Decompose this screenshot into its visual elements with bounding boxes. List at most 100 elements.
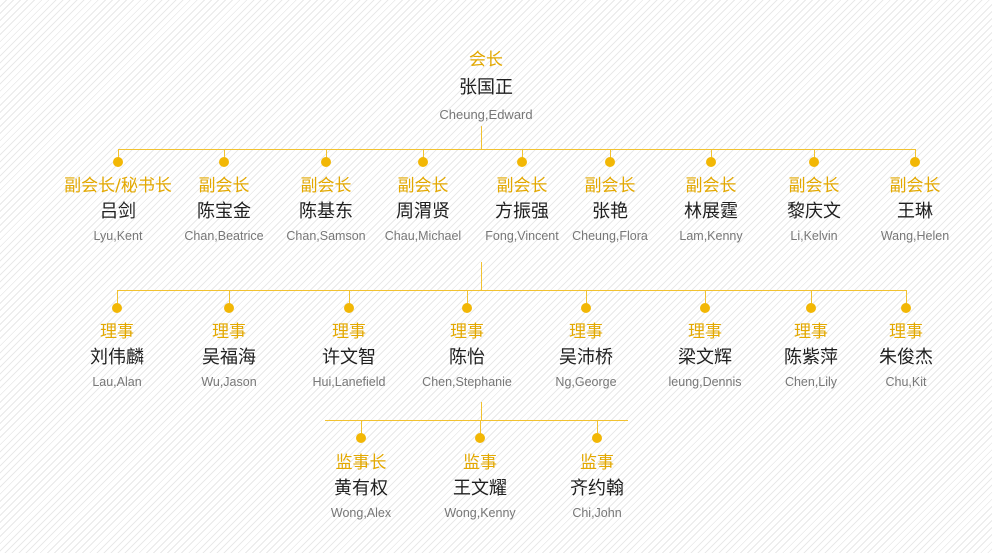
connector-director-stem [117,290,118,308]
connector-director-stem [467,290,468,308]
connector-supervisor-stem [361,420,362,438]
vice-president-node-role: 副会长 [397,176,449,196]
director-node-english: Lau,Alan [92,375,142,389]
director-node-role: 理事 [100,322,134,342]
vice-president-node-role: 副会长 [496,176,548,196]
vice-president-node-name: 黎庆文 [787,201,841,222]
director-node-name: 梁文辉 [678,347,732,368]
director-node-role: 理事 [569,322,603,342]
vice-president-node-name: 张艳 [592,201,628,222]
connector-director-stem [349,290,350,308]
director-node: 理事陈紫萍 Chen,Lily [736,322,886,390]
director-node-name: 许文智 [322,347,376,368]
vice-president-node-name: 吕剑 [100,201,136,222]
president-name: 张国正 [459,77,513,98]
supervisor-node-role: 监事 [580,453,614,473]
vice-president-node-english: Chau,Michael [384,229,462,243]
connector-director-stem [705,290,706,308]
vice-president-node-name: 陈基东 [299,201,353,222]
connector-vp-stem [423,149,424,162]
vice-president-node-name: 林展霆 [684,201,738,222]
director-node-role: 理事 [212,322,246,342]
node-dot [517,157,527,167]
connector-vp-director [481,262,482,290]
node-dot [112,303,122,313]
vice-president-node-english: Lyu,Kent [93,229,143,243]
vice-president-node-english: Wang,Helen [880,229,950,243]
director-node-role: 理事 [688,322,722,342]
director-node-english: leung,Dennis [668,375,742,389]
vice-president-node: 副会长/秘书长吕剑 Lyu,Kent [43,176,193,244]
node-dot [592,433,602,443]
director-node-role: 理事 [794,322,828,342]
director-node: 理事陈怡 Chen,Stephanie [392,322,542,390]
node-dot [700,303,710,313]
director-node-english: Ng,George [555,375,617,389]
connector-vp-stem [814,149,815,162]
president-english-name: Cheung,Edward [439,107,533,122]
node-dot [224,303,234,313]
vice-president-node-role: 副会长/秘书长 [64,176,172,196]
node-dot [806,303,816,313]
connector-vp-stem [522,149,523,162]
director-node: 理事刘伟麟 Lau,Alan [42,322,192,390]
connector-vp-stem [610,149,611,162]
director-node-english: Chen,Stephanie [422,375,512,389]
director-node-name: 陈紫萍 [784,347,838,368]
director-node-english: Chen,Lily [784,375,838,389]
vice-president-node-name: 王琳 [897,201,933,222]
node-dot [344,303,354,313]
supervisor-node-role: 监事 [463,453,497,473]
vice-president-node-name: 方振强 [495,201,549,222]
director-node-name: 陈怡 [449,347,485,368]
vice-president-node-role: 副会长 [584,176,636,196]
director-node-role: 理事 [450,322,484,342]
node-dot [462,303,472,313]
director-node-name: 刘伟麟 [90,347,144,368]
vice-president-node-name: 陈宝金 [197,201,251,222]
vice-president-node-english: Cheung,Flora [572,229,648,243]
node-dot [418,157,428,167]
director-node-role: 理事 [889,322,923,342]
director-node-role: 理事 [332,322,366,342]
connector-director-stem [906,290,907,308]
vice-president-node-english: Lam,Kenny [679,229,743,243]
director-node: 理事吴沛桥 Ng,George [511,322,661,390]
supervisor-node-english: Wong,Alex [330,506,392,520]
supervisor-node-role: 监事长 [335,453,387,473]
vice-president-node-english: Fong,Vincent [485,229,559,243]
director-node-name: 吴福海 [202,347,256,368]
node-dot [475,433,485,443]
director-node-english: Chu,Kit [885,375,927,389]
connector-director-supervisor [481,402,482,420]
supervisor-node-english: Chi,John [572,506,622,520]
connector-supervisor-stem [480,420,481,438]
connector-director-stem [229,290,230,308]
node-dot [581,303,591,313]
connector-vp-stem [118,149,119,162]
director-node: 理事梁文辉 leung,Dennis [630,322,780,390]
vice-president-node-english: Li,Kelvin [790,229,838,243]
connector-vp-stem [915,149,916,162]
director-node-english: Wu,Jason [201,375,257,389]
node-dot [706,157,716,167]
connector-supervisor-bar [325,420,628,421]
connector-vp-stem [711,149,712,162]
director-node-name: 吴沛桥 [559,347,613,368]
node-dot [910,157,920,167]
connector-vp-bar [118,149,915,150]
node-dot [113,157,123,167]
node-dot [809,157,819,167]
node-dot [605,157,615,167]
vice-president-node: 副会长林展霆 Lam,Kenny [636,176,786,244]
vice-president-node-role: 副会长 [685,176,737,196]
vice-president-node-role: 副会长 [300,176,352,196]
node-dot [219,157,229,167]
